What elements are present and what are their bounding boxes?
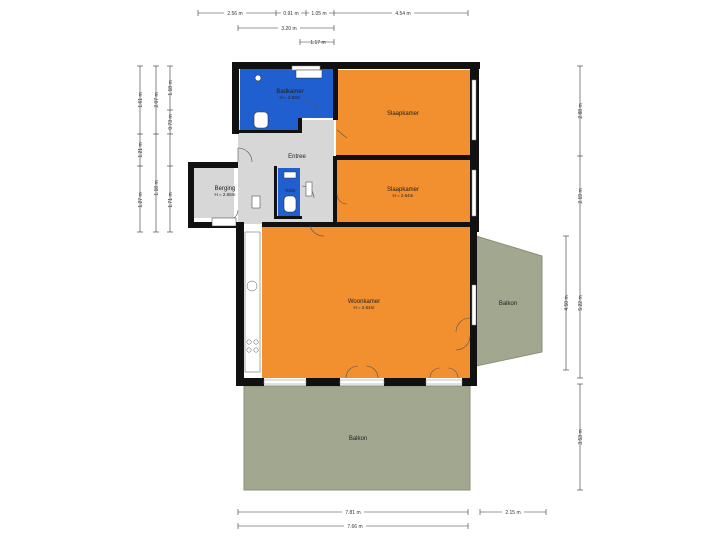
room-label-berging: Berging [215,186,236,192]
room-label-slaapkamer-2: Slaapkamer [387,187,419,193]
room-label-balkon-bottom: Balkon [349,436,367,442]
room-height-berging: H = 2.66m [215,192,236,197]
kitchen-counter [244,231,261,373]
bedroom-1-floor [336,70,470,156]
bedroom-2-floor [336,160,470,222]
dim-bottom-1: 7.81 m [345,510,360,516]
room-label-toilet: Toilet [285,188,296,193]
dimension-lines [137,10,583,529]
dim-right-4: 5.22 m [578,295,584,310]
living-room-floor [262,226,470,378]
dim-top-4: 4.54 m [395,11,410,17]
toilet-icon [283,195,297,213]
bathroom-sink-icon [254,74,262,82]
room-label-woonkamer: Woonkamer [348,299,380,305]
dim-left-7: 1.27 m [138,192,144,207]
dim-right-3: 4.50 m [564,295,570,310]
room-height-woonkamer: H = 2.64m [354,305,375,310]
toilet-sink-icon [283,171,297,179]
dim-top-3: 1.05 m [311,11,326,17]
room-height-badkamer: H = 2.63m [280,95,301,100]
doors [227,99,471,379]
room-height-slaapkamer-2: H = 2.64m [393,193,414,198]
storage-boiler-icon [251,195,261,209]
dim-left-1: 1.61 m [138,92,144,107]
dim-bottom-3: 7.66 m [347,524,362,530]
dim-left-5: 1.21 m [138,142,144,157]
windows [263,65,477,385]
dim-left-2: 1.18 m [168,80,174,95]
room-label-badkamer: Badkamer [276,89,303,95]
dim-right-5: 3.53 m [578,429,584,444]
dim-left-8: 1.71 m [168,192,174,207]
stove-icon [246,339,259,353]
dimension-labels: 2.56 m 0.91 m 1.05 m 4.54 m 3.20 m 1.17 … [138,9,584,530]
dim-left-6: 1.18 m [154,180,160,195]
room-label-balkon-side: Balkon [499,301,517,307]
dim-left-3: 2.07 m [154,92,160,107]
dim-left-4: 0.73 m [168,114,174,129]
storage-floor [194,168,234,218]
kitchen-sink-icon [246,280,258,292]
dim-right-2: 2.19 m [578,188,584,203]
dim-right-1: 2.88 m [578,103,584,118]
bathroom-toilet-icon [253,111,269,129]
fixtures [211,69,323,373]
dim-top-6: 1.17 m [310,40,325,46]
bathtub-icon [295,69,323,79]
room-label-entree: Entree [288,154,306,160]
dim-top-5: 3.20 m [281,26,296,32]
storage-meter-icon [211,217,237,227]
room-label-slaapkamer-1: Slaapkamer [387,111,419,117]
dim-bottom-2: 2.15 m [505,510,520,516]
dim-top-1: 2.56 m [227,11,242,17]
hall-cabinet-icon [305,181,313,197]
room-labels: Badkamer H = 2.63m Slaapkamer Slaapkamer… [215,89,518,442]
dim-top-2: 0.91 m [283,11,298,17]
